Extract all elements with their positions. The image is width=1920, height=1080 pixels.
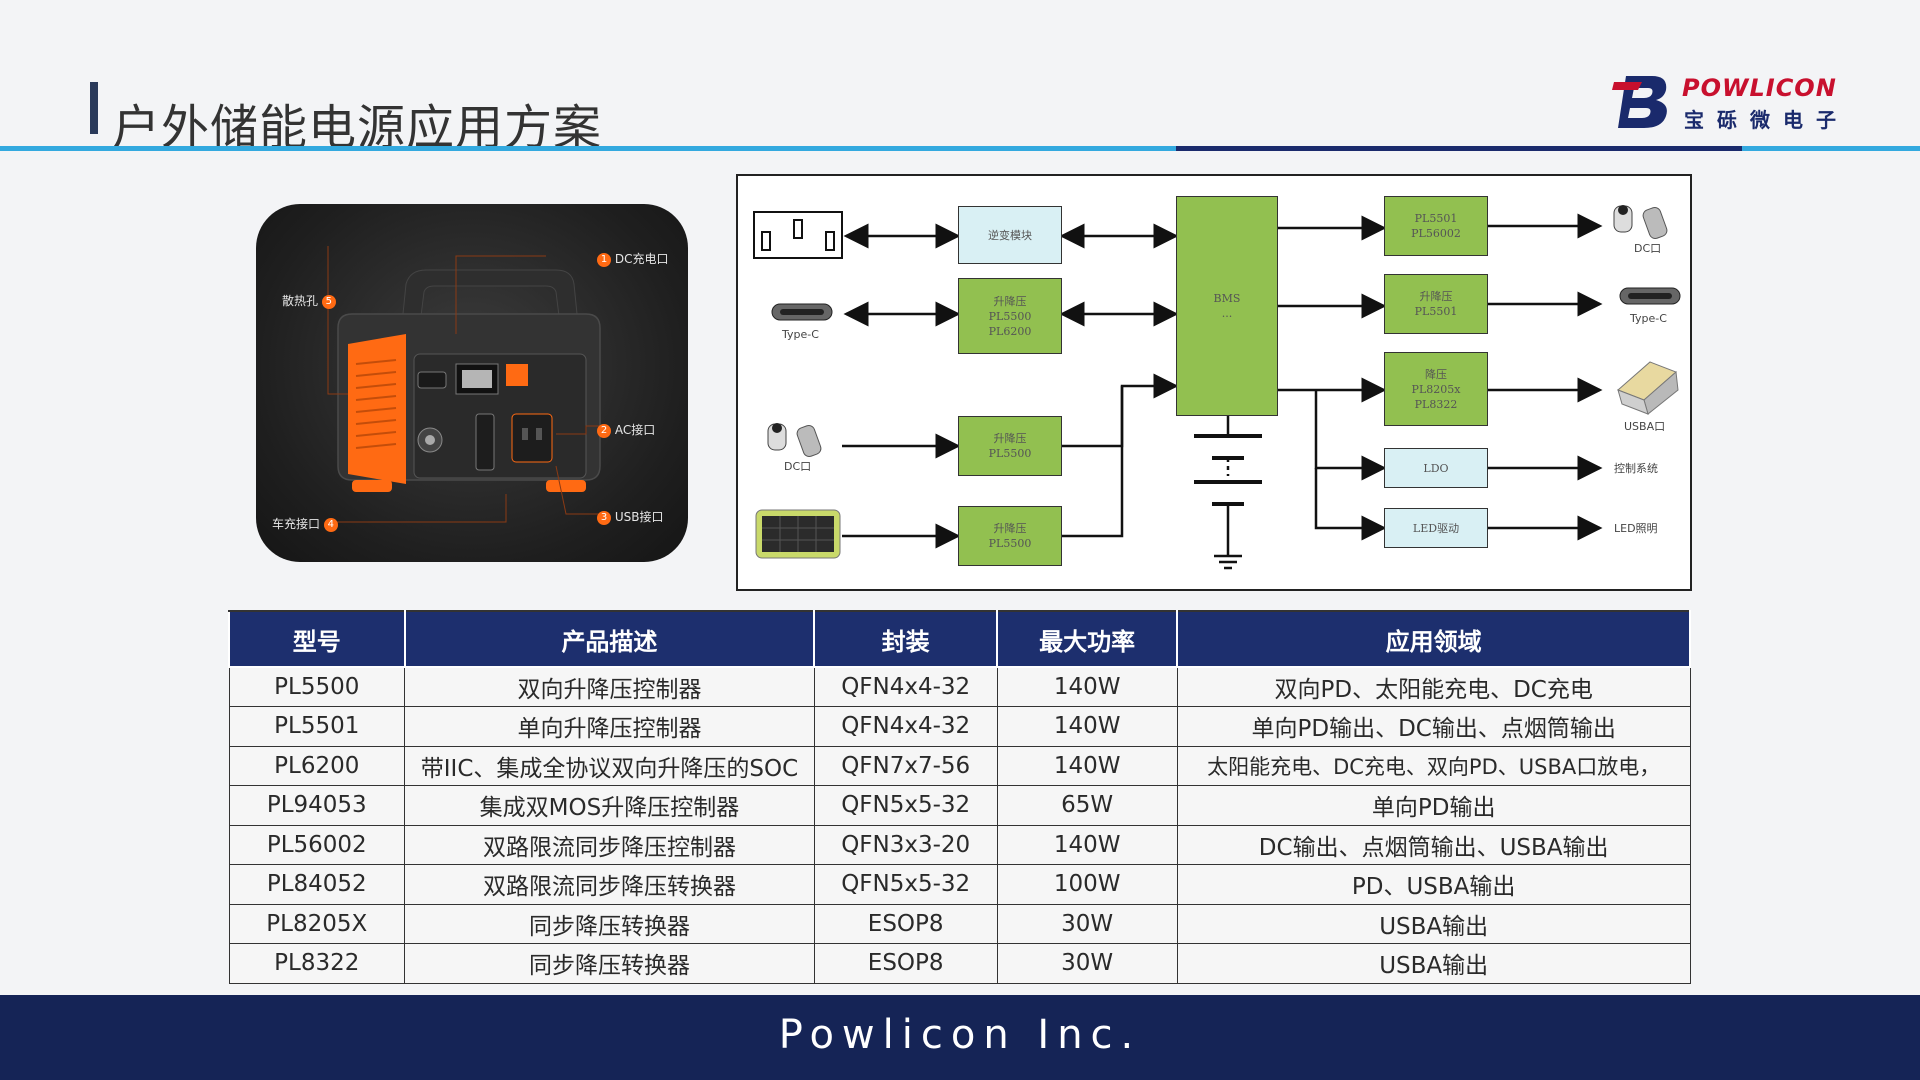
- table-row: PL8322 同步降压转换器 ESOP8 30W USBA输出: [228, 943, 1691, 984]
- cell-package: QFN7x7-56: [813, 745, 998, 786]
- cell-description: 双路限流同步降压控制器: [404, 824, 815, 865]
- product-image: 1 DC充电口 2 AC接口 3 USB接口 车充接口 4 散热孔 5: [256, 204, 688, 562]
- cell-application: 单向PD输出、DC输出、点烟筒输出: [1176, 706, 1691, 747]
- cell-model: PL5500: [228, 666, 406, 707]
- cell-model: PL6200: [228, 745, 406, 786]
- table-row: PL5500 双向升降压控制器 QFN4x4-32 140W 双向PD、太阳能充…: [228, 666, 1691, 707]
- cell-description: 集成双MOS升降压控制器: [404, 785, 815, 826]
- cell-package: QFN5x5-32: [813, 785, 998, 826]
- control-system-label: 控制系统: [1614, 462, 1658, 475]
- cell-description: 双路限流同步降压转换器: [404, 864, 815, 905]
- dc-plug-icon: [1613, 205, 1668, 239]
- usb-a-icon: [1617, 361, 1679, 415]
- led-driver-block: LED驱动: [1384, 508, 1488, 548]
- cell-max-power: 140W: [996, 706, 1178, 747]
- table-row: PL8205X 同步降压转换器 ESOP8 30W USBA输出: [228, 903, 1691, 944]
- cell-max-power: 140W: [996, 824, 1178, 865]
- cell-application: 双向PD、太阳能充电、DC充电: [1176, 666, 1691, 707]
- cell-application: PD、USBA输出: [1176, 864, 1691, 905]
- cell-package: ESOP8: [813, 943, 998, 984]
- cell-description: 同步降压转换器: [404, 903, 815, 944]
- cell-package: QFN3x3-20: [813, 824, 998, 865]
- cell-application: 单向PD输出: [1176, 785, 1691, 826]
- cell-max-power: 100W: [996, 864, 1178, 905]
- cell-max-power: 140W: [996, 666, 1178, 707]
- title-accent-bar: [90, 82, 98, 134]
- usb-c-icon: [771, 303, 833, 321]
- table-row: PL6200 带IIC、集成全协议双向升降压的SOC QFN7x7-56 140…: [228, 745, 1691, 786]
- logo-wordmark: POWLICON: [1682, 74, 1837, 102]
- column-header: 应用领域: [1176, 610, 1691, 668]
- callout-ac-port: 2 AC接口: [597, 421, 655, 438]
- table-row: PL84052 双路限流同步降压转换器 QFN5x5-32 100W PD、US…: [228, 864, 1691, 905]
- power-station-illustration: [326, 246, 604, 523]
- table-row: PL94053 集成双MOS升降压控制器 QFN5x5-32 65W 单向PD输…: [228, 785, 1691, 826]
- cell-description: 带IIC、集成全协议双向升降压的SOC: [404, 745, 815, 786]
- cell-max-power: 140W: [996, 745, 1178, 786]
- company-logo: POWLICON 宝砾微电子: [1612, 70, 1852, 132]
- bms-block: BMS...: [1176, 196, 1278, 416]
- ac-socket-icon: [753, 211, 843, 259]
- cell-package: QFN5x5-32: [813, 864, 998, 905]
- inverter-block: 逆变模块: [958, 206, 1062, 264]
- dc-plug-icon: [767, 423, 822, 457]
- cell-description: 同步降压转换器: [404, 943, 815, 984]
- table-header-row: 型号 产品描述 封装 最大功率 应用领域: [228, 610, 1691, 668]
- usba-output-label: USBA口: [1624, 420, 1666, 433]
- cell-model: PL84052: [228, 864, 406, 905]
- cell-model: PL8205X: [228, 903, 406, 944]
- cell-package: QFN4x4-32: [813, 706, 998, 747]
- callout-car-port: 车充接口 4: [272, 515, 338, 532]
- cell-description: 双向升降压控制器: [404, 666, 815, 707]
- cell-package: ESOP8: [813, 903, 998, 944]
- column-header: 型号: [228, 610, 406, 668]
- dc-output-label: DC口: [1634, 242, 1662, 255]
- cell-max-power: 30W: [996, 903, 1178, 944]
- header-rule-end: [1742, 146, 1920, 151]
- product-spec-table: 型号 产品描述 封装 最大功率 应用领域 PL5500 双向升降压控制器 QFN…: [228, 610, 1691, 984]
- table-row: PL5501 单向升降压控制器 QFN4x4-32 140W 单向PD输出、DC…: [228, 706, 1691, 747]
- ldo-block: LDO: [1384, 448, 1488, 488]
- dc-input-label: DC口: [784, 460, 812, 473]
- cell-application: USBA输出: [1176, 943, 1691, 984]
- cell-max-power: 30W: [996, 943, 1178, 984]
- column-header: 最大功率: [996, 610, 1179, 668]
- logo-chinese-name: 宝砾微电子: [1684, 108, 1849, 132]
- solar-panel-icon: [755, 509, 841, 559]
- callout-vent: 散热孔 5: [282, 292, 336, 309]
- cell-package: QFN4x4-32: [813, 666, 998, 707]
- cell-model: PL56002: [228, 824, 406, 865]
- cell-application: 太阳能充电、DC充电、双向PD、USBA口放电，: [1176, 745, 1691, 786]
- header-rule: [0, 146, 1176, 151]
- cell-description: 单向升降压控制器: [404, 706, 815, 747]
- cell-application: USBA输出: [1176, 903, 1691, 944]
- logo-mark-icon: [1612, 76, 1667, 128]
- diagram-connections: [753, 205, 1681, 570]
- cell-model: PL94053: [228, 785, 406, 826]
- footer-bar: [0, 995, 1920, 1080]
- column-header: 产品描述: [403, 610, 816, 668]
- column-header: 封装: [813, 610, 999, 668]
- footer-company-name: Powlicon Inc.: [778, 1012, 1142, 1058]
- cell-model: PL8322: [228, 943, 406, 984]
- table-row: PL56002 双路限流同步降压控制器 QFN3x3-20 140W DC输出、…: [228, 824, 1691, 865]
- typec-input-label: Type-C: [782, 328, 819, 341]
- cell-max-power: 65W: [996, 785, 1178, 826]
- cell-application: DC输出、点烟筒输出、USBA输出: [1176, 824, 1691, 865]
- led-lighting-label: LED照明: [1614, 522, 1658, 535]
- callout-dc-port: 1 DC充电口: [597, 250, 668, 267]
- cell-model: PL5501: [228, 706, 406, 747]
- callout-usb-port: 3 USB接口: [597, 508, 663, 525]
- header-rule-dark: [1176, 146, 1742, 151]
- usb-c-icon: [1619, 287, 1681, 305]
- typec-output-label: Type-C: [1630, 312, 1667, 325]
